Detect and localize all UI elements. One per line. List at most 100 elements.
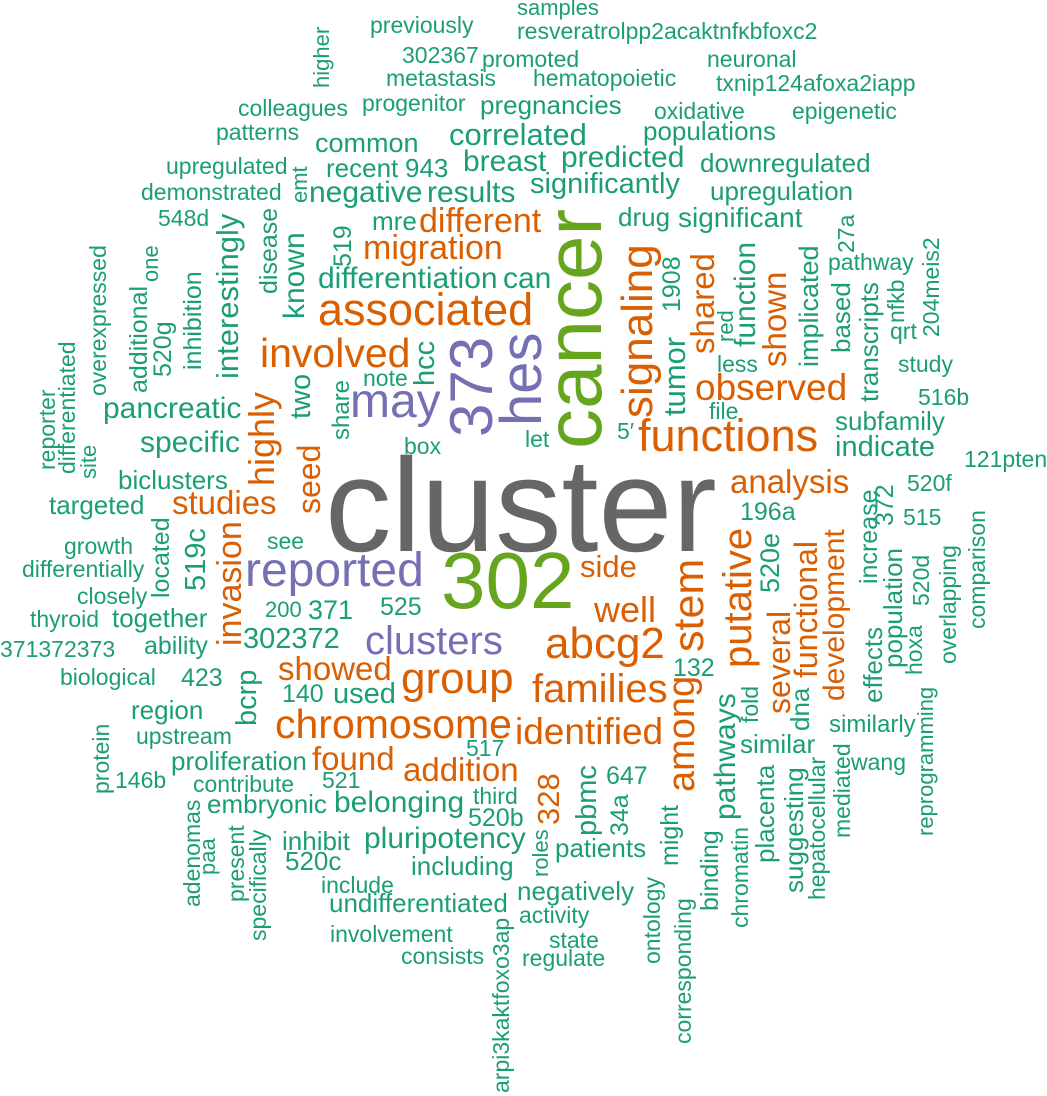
word-cloud-word: promoted bbox=[482, 46, 580, 72]
word-cloud-word: fold bbox=[737, 685, 763, 723]
word-cloud-word: hematopoietic bbox=[533, 65, 677, 91]
word-cloud-word: signaling bbox=[613, 244, 662, 418]
word-cloud-word: clusters bbox=[365, 619, 503, 663]
word-cloud-word: chromosome bbox=[275, 701, 512, 747]
word-cloud-word: see bbox=[267, 528, 305, 554]
word-cloud-word: upstream bbox=[136, 723, 232, 749]
word-cloud-word: 548d bbox=[158, 205, 210, 231]
word-cloud-word: progenitor bbox=[362, 90, 466, 116]
word-cloud-word: targeted bbox=[49, 490, 145, 520]
word-cloud-word: let bbox=[525, 426, 550, 452]
word-cloud-word: chromatin bbox=[727, 827, 753, 928]
word-cloud-word: demonstrated bbox=[141, 179, 282, 205]
word-cloud-word: overexpressed bbox=[85, 245, 111, 396]
word-cloud-word: transcripts bbox=[854, 282, 884, 402]
word-cloud-word: showed bbox=[278, 650, 392, 687]
word-cloud-word: used bbox=[333, 678, 396, 710]
word-cloud-word: involvement bbox=[330, 921, 453, 947]
word-cloud-word: thyroid bbox=[30, 606, 100, 632]
word-cloud-word: tumor bbox=[657, 336, 692, 416]
word-cloud-word: side bbox=[580, 549, 637, 584]
word-cloud-word: reported bbox=[245, 544, 424, 597]
word-cloud-word: based bbox=[826, 282, 856, 353]
word-cloud-word: hes bbox=[489, 332, 554, 426]
word-cloud-word: ontology bbox=[639, 877, 665, 964]
word-cloud-word: 423 bbox=[181, 664, 223, 692]
word-cloud-word: closely bbox=[77, 583, 148, 609]
word-cloud-word: breast bbox=[463, 145, 547, 178]
word-cloud-word: protein bbox=[88, 723, 114, 794]
word-cloud-word: similarly bbox=[829, 711, 916, 738]
word-cloud-word: well bbox=[594, 589, 657, 630]
word-cloud-word: drug bbox=[618, 202, 671, 232]
word-cloud-word: 517 bbox=[466, 735, 505, 761]
word-cloud-word: proliferation bbox=[171, 746, 307, 776]
word-cloud-word: 515 bbox=[903, 504, 942, 530]
word-cloud-word: inhibition bbox=[179, 271, 207, 370]
word-cloud-word: differentially bbox=[22, 556, 145, 582]
word-cloud-word: suggesting bbox=[779, 767, 809, 893]
word-cloud-word: differentiation bbox=[318, 262, 498, 295]
word-cloud-word: belonging bbox=[334, 786, 465, 819]
word-cloud-word: samples bbox=[517, 0, 599, 20]
word-cloud-word: 520b bbox=[468, 804, 524, 832]
word-cloud-word: located bbox=[147, 517, 175, 598]
word-cloud-word: biological bbox=[60, 664, 156, 690]
word-cloud-word: upregulated bbox=[166, 153, 288, 179]
word-cloud-word: 371372373 bbox=[0, 636, 116, 662]
word-cloud-word: results bbox=[427, 176, 516, 209]
word-cloud-word: site bbox=[76, 444, 101, 479]
word-cloud-word: 146b bbox=[115, 767, 167, 793]
word-cloud-word: putative bbox=[716, 527, 760, 668]
word-cloud-word: function bbox=[729, 241, 762, 347]
word-cloud-word: 328 bbox=[531, 773, 566, 825]
word-cloud-word: contribute bbox=[193, 771, 295, 797]
word-cloud-word: implicated bbox=[794, 245, 824, 367]
word-cloud-word: ability bbox=[144, 632, 208, 660]
word-cloud-word: downregulated bbox=[700, 148, 871, 178]
word-cloud-word: might bbox=[656, 804, 684, 866]
word-cloud-word: epigenetic bbox=[792, 98, 897, 124]
word-cloud-word: together bbox=[112, 603, 208, 633]
word-cloud-word: resveratrolpp2acaktnfκbfoxc2 bbox=[517, 18, 818, 44]
word-cloud-word: hepatocellular bbox=[804, 756, 830, 900]
word-cloud-word: patients bbox=[555, 833, 647, 863]
word-cloud-word: pathway bbox=[828, 249, 914, 275]
word-cloud-word: reprogramming bbox=[913, 686, 938, 836]
word-cloud-word: roles bbox=[528, 829, 553, 877]
word-cloud-word: mediated bbox=[829, 743, 855, 838]
word-cloud-word: 519 bbox=[329, 225, 357, 267]
word-cloud-word: file bbox=[709, 398, 739, 424]
word-cloud-word: pluripotency bbox=[364, 822, 526, 855]
word-cloud-word: associated bbox=[318, 284, 534, 335]
word-cloud-word: metastasis bbox=[386, 65, 496, 91]
word-cloud-word: 520d bbox=[908, 554, 934, 606]
word-cloud-word: nfkb bbox=[883, 279, 909, 323]
word-cloud-word: corresponding bbox=[670, 898, 696, 1044]
word-cloud-word: 1908 bbox=[658, 256, 686, 312]
word-cloud-word: involved bbox=[260, 330, 411, 376]
word-cloud-word: txnip124afoxa2iapp bbox=[716, 70, 916, 96]
word-cloud-word: 196a bbox=[740, 498, 796, 526]
word-cloud-word: 519c bbox=[180, 528, 212, 591]
word-cloud-word: pregnancies bbox=[480, 90, 622, 120]
word-cloud-word: overlapping bbox=[935, 545, 961, 664]
word-cloud-word: hoxa bbox=[901, 625, 927, 675]
word-cloud-word: 140 bbox=[282, 680, 324, 708]
word-cloud-word: studies bbox=[172, 484, 277, 521]
word-cloud-word: 525 bbox=[380, 593, 422, 621]
word-cloud-word: study bbox=[898, 351, 953, 377]
word-cloud-word: common bbox=[315, 128, 419, 158]
word-cloud-word: highly bbox=[241, 391, 282, 486]
word-cloud-word: significantly bbox=[530, 168, 680, 200]
word-cloud-word: previously bbox=[370, 12, 474, 38]
word-cloud-word: 520g bbox=[149, 321, 177, 377]
word-cloud-word: less bbox=[717, 351, 758, 377]
word-cloud-word: families bbox=[532, 667, 668, 711]
word-cloud-word: paa bbox=[195, 838, 220, 875]
word-cloud-word: one bbox=[138, 245, 163, 282]
word-cloud-word: found bbox=[312, 740, 395, 777]
word-cloud-word: upregulation bbox=[710, 176, 854, 206]
word-cloud-word: cluster bbox=[325, 432, 717, 580]
word-cloud-word: 516b bbox=[918, 384, 970, 410]
